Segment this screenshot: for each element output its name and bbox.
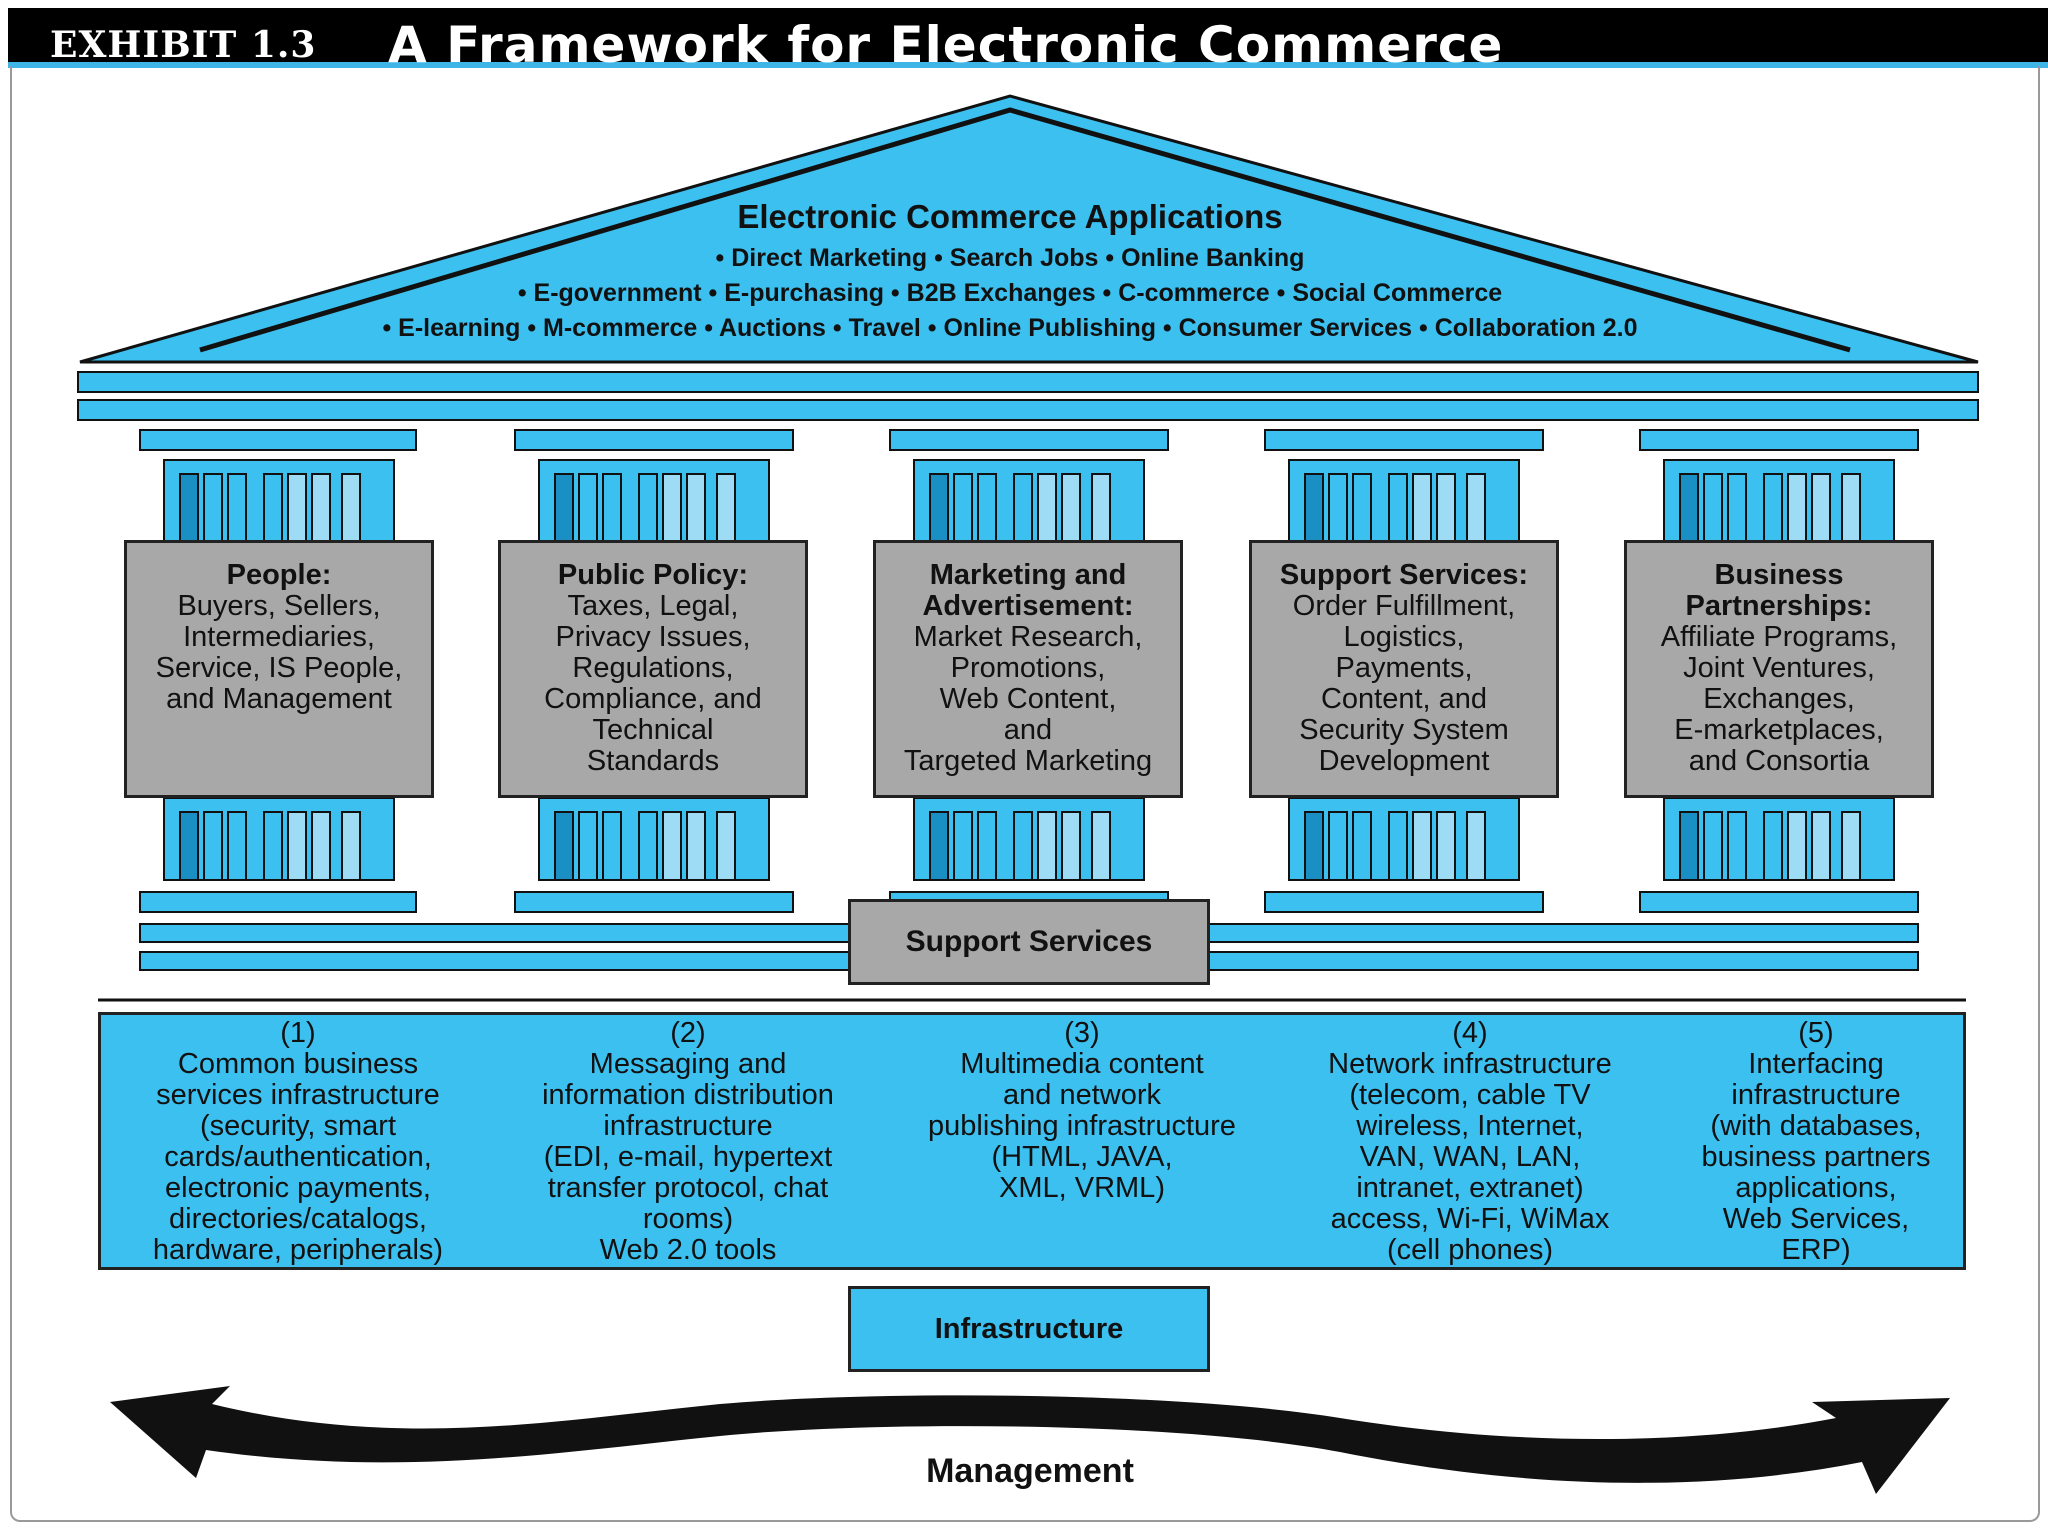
roof-title: Electronic Commerce Applications [737,198,1283,235]
column-shafts-upper [163,459,1895,543]
exhibit-header-bar [8,8,2048,66]
column-bases [139,891,1919,913]
pillar-heading: Public Policy: [557,559,749,591]
roof-applications-line-2: • E-government • E-purchasing • B2B Exch… [517,279,1503,307]
infrastructure-column-4: (4) Network infrastructure (telecom, cab… [1328,1017,1612,1266]
support-services-box: Support Services [848,899,1210,985]
column-capitals [139,429,1919,451]
roof-applications-line-1: • Direct Marketing • Search Jobs • Onlin… [715,244,1305,272]
pillar-heading: People: [226,559,332,591]
infrastructure-column-5: (5) Interfacing infrastructure (with dat… [1701,1017,1931,1266]
pillar-body: Affiliate Programs, Joint Ventures, Exch… [1660,621,1898,777]
pillar-heading: Support Services: [1279,559,1529,591]
pillar-business-partnerships: Business Partnerships: Affiliate Program… [1624,540,1934,798]
exhibit-number: EXHIBIT 1.3 [50,24,317,66]
roof-applications-line-3: • E-learning • M-commerce • Auctions • T… [382,314,1638,342]
pillar-support-services: Support Services: Order Fulfillment, Log… [1249,540,1559,798]
header-rule [8,62,2048,68]
lower-beam [77,399,1979,421]
diagram-frame [10,66,2040,1522]
roof-inner-line [199,107,1851,353]
upper-beam [77,371,1979,393]
pillar-marketing-advertisement: Marketing and Advertisement: Market Rese… [873,540,1183,798]
pillar-body: Taxes, Legal, Privacy Issues, Regulation… [544,590,762,777]
infrastructure-label-box: Infrastructure [848,1286,1210,1372]
infrastructure-column-1: (1) Common business services infrastruct… [152,1017,444,1266]
management-label: Management [926,1452,1134,1490]
pillar-heading: Business Partnerships: [1685,559,1873,622]
exhibit-title: A Framework for Electronic Commerce [388,16,1504,74]
roof-pediment [79,94,1979,364]
pillar-people: People: Buyers, Sellers, Intermediaries,… [124,540,434,798]
pillar-public-policy: Public Policy: Taxes, Legal, Privacy Iss… [498,540,808,798]
infrastructure-column-3: (3) Multimedia content and network publi… [928,1017,1236,1204]
pillar-body: Order Fulfillment, Logistics, Payments, … [1292,590,1516,777]
management-arrow [110,1386,1950,1494]
pillar-body: Market Research, Promotions, Web Content… [903,621,1153,777]
infrastructure-band [98,1012,1966,1270]
column-shafts-lower [163,797,1895,881]
pillar-heading: Marketing and Advertisement: [922,559,1134,622]
infrastructure-column-2: (2) Messaging and information distributi… [542,1017,834,1266]
pillar-body: Buyers, Sellers, Intermediaries, Service… [155,590,403,715]
